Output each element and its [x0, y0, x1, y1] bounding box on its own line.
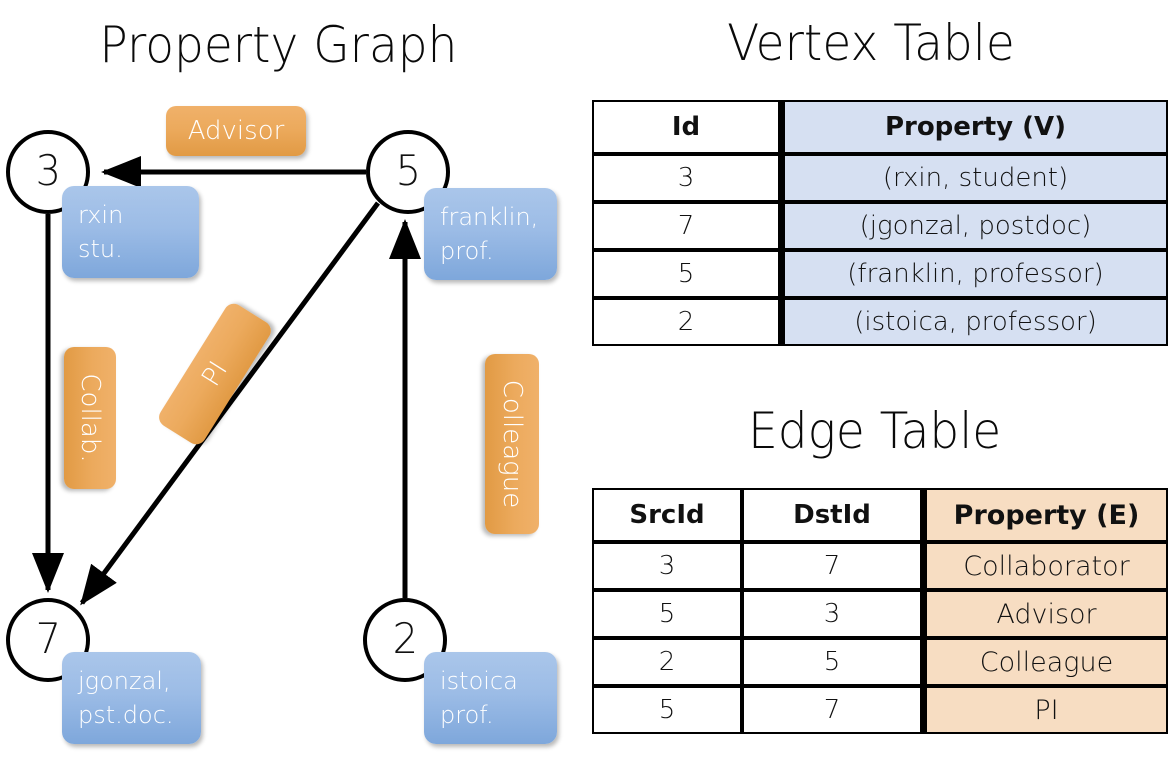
- graph-edges-svg: [32, 156, 421, 606]
- edge-label-collaborator-text: Collab.: [75, 373, 105, 463]
- vertex-table: Id Property (V) 3 (rxin, student) 7 (jgo…: [592, 100, 1168, 346]
- vertex-property-box-3: rxin stu.: [62, 186, 199, 278]
- edge-table-header-srcid: SrcId: [592, 488, 742, 542]
- vertex-property-box-2: istoica prof.: [424, 652, 557, 744]
- edge-row-1-property: Advisor: [922, 590, 1168, 638]
- vertex-property-box-5: franklin, prof.: [424, 188, 557, 280]
- vertex-property-7-line1: jgonzal,: [78, 667, 171, 695]
- edge-label-colleague-text: Colleague: [497, 379, 527, 509]
- edge-label-pi-text: PI: [196, 356, 234, 392]
- vertex-row-3-id: 2: [592, 298, 780, 346]
- vertex-table-title: Vertex Table: [727, 14, 1015, 72]
- vertex-property-2-line1: istoica: [440, 667, 518, 695]
- edge-row-0-src: 3: [592, 542, 742, 590]
- graph-node-3-label: 3: [35, 146, 61, 195]
- vertex-row-1-id: 7: [592, 202, 780, 250]
- table-row[interactable]: 5 3 Advisor: [592, 590, 1168, 638]
- graph-node-2[interactable]: 2: [363, 598, 447, 682]
- vertex-row-0-property: (rxin, student): [780, 154, 1168, 202]
- vertex-property-5-line1: franklin,: [440, 203, 539, 231]
- graph-node-7-label: 7: [35, 614, 61, 663]
- table-row[interactable]: 2 (istoica, professor): [592, 298, 1168, 346]
- edge-row-3-dst: 7: [742, 686, 922, 734]
- edge-row-2-dst: 5: [742, 638, 922, 686]
- edge-table: SrcId DstId Property (E) 3 7 Collaborato…: [592, 488, 1168, 734]
- edge-table-title: Edge Table: [748, 402, 1002, 460]
- vertex-row-2-id: 5: [592, 250, 780, 298]
- vertex-property-5-line2: prof.: [440, 237, 494, 266]
- page-title: Property Graph: [99, 16, 458, 74]
- edge-row-1-dst: 3: [742, 590, 922, 638]
- edge-table-header-row: SrcId DstId Property (E): [592, 488, 1168, 542]
- table-row[interactable]: 2 5 Colleague: [592, 638, 1168, 686]
- edge-row-2-src: 2: [592, 638, 742, 686]
- edge-row-3-src: 5: [592, 686, 742, 734]
- vertex-property-3-line2: stu.: [78, 235, 123, 264]
- vertex-row-0-id: 3: [592, 154, 780, 202]
- vertex-table-header-id: Id: [592, 100, 780, 154]
- graph-node-5-label: 5: [395, 146, 421, 195]
- vertex-property-7-line2: pst.doc.: [78, 701, 174, 730]
- vertex-table-header-row: Id Property (V): [592, 100, 1168, 154]
- vertex-row-3-property: (istoica, professor): [780, 298, 1168, 346]
- vertex-property-box-7: jgonzal, pst.doc.: [62, 652, 201, 744]
- edge-label-advisor-text: Advisor: [187, 116, 285, 146]
- table-row[interactable]: 7 (jgonzal, postdoc): [592, 202, 1168, 250]
- edge-row-2-property: Colleague: [922, 638, 1168, 686]
- table-row[interactable]: 3 7 Collaborator: [592, 542, 1168, 590]
- edge-table-header-dstid: DstId: [742, 488, 922, 542]
- table-row[interactable]: 5 7 PI: [592, 686, 1168, 734]
- table-row[interactable]: 3 (rxin, student): [592, 154, 1168, 202]
- edge-label-collaborator: Collab.: [64, 347, 116, 489]
- graph-node-5[interactable]: 5: [366, 130, 450, 214]
- vertex-row-1-property: (jgonzal, postdoc): [780, 202, 1168, 250]
- edge-5-to-7-pi: [79, 201, 381, 606]
- vertex-table-header-property: Property (V): [780, 100, 1168, 154]
- vertex-property-2-line2: prof.: [440, 701, 494, 730]
- edge-label-advisor: Advisor: [166, 106, 306, 156]
- edge-row-3-property: PI: [922, 686, 1168, 734]
- vertex-row-2-property: (franklin, professor): [780, 250, 1168, 298]
- table-row[interactable]: 5 (franklin, professor): [592, 250, 1168, 298]
- graph-node-2-label: 2: [392, 614, 418, 663]
- vertex-property-3-line1: rxin: [78, 201, 124, 229]
- edge-row-1-src: 5: [592, 590, 742, 638]
- edge-table-header-property: Property (E): [922, 488, 1168, 542]
- property-graph-diagram: 3 5 7 2 rxin stu. franklin, prof. jgonza…: [6, 106, 557, 744]
- edge-row-0-property: Collaborator: [922, 542, 1168, 590]
- edge-label-colleague: Colleague: [485, 354, 539, 534]
- edge-row-0-dst: 7: [742, 542, 922, 590]
